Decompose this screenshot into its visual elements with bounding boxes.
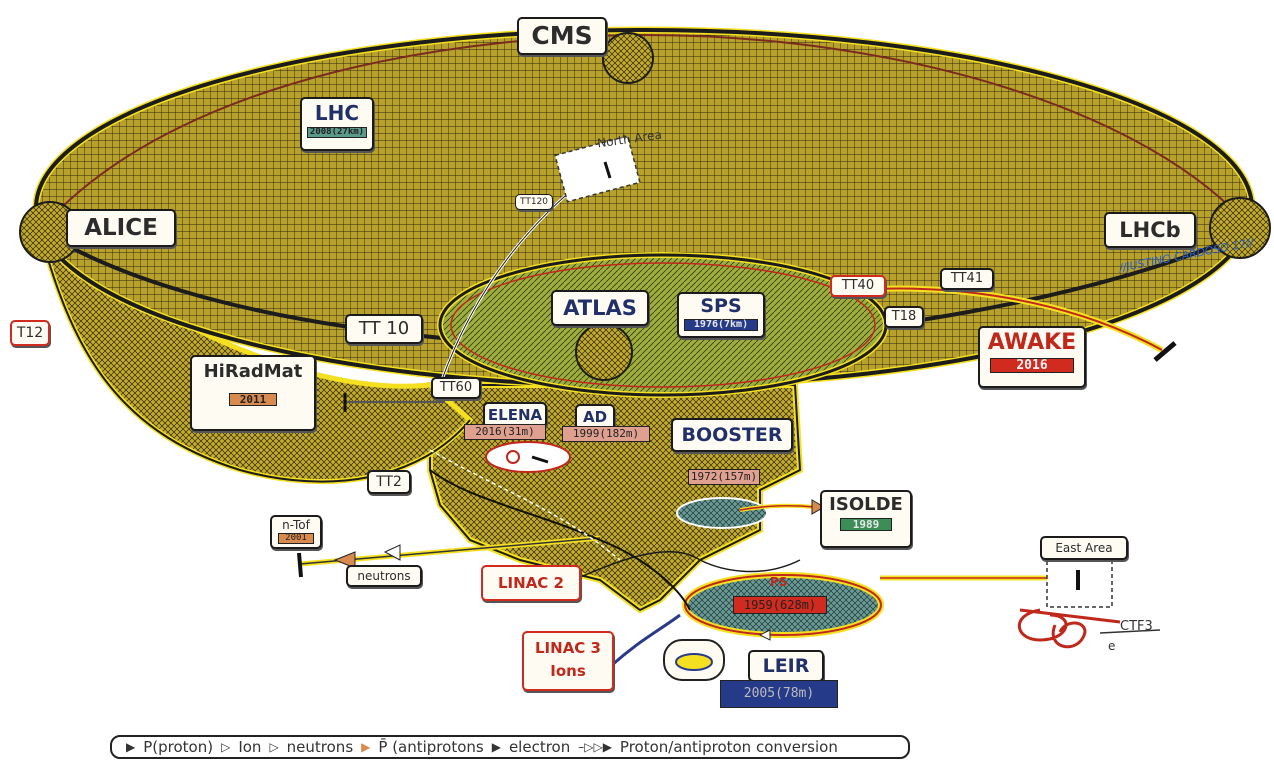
ntof-label: n-Tof 2001 (270, 515, 322, 549)
linac3-line2: Ions (550, 662, 586, 680)
elena-year: 2016(31m) (464, 424, 546, 440)
sps-year: 1976(7km) (684, 319, 758, 331)
legend-antiprotons: P̄ (antiprotons (378, 738, 484, 756)
legend-ion: Ion (238, 738, 262, 756)
awake-name: AWAKE (987, 330, 1077, 355)
tt120-label: TT120 (515, 194, 553, 210)
booster-label: BOOSTER (671, 418, 793, 452)
booster-year: 1972(157m) (688, 469, 760, 485)
legend: ▶ P(proton) ▷ Ion ▷ neutrons ▶ P̄ (antip… (110, 735, 910, 759)
atlas-label: ATLAS (551, 290, 649, 326)
tt41-label: TT41 (940, 268, 994, 290)
antiproton-marker-icon: ▶ (361, 740, 371, 754)
ps-year: 1959(628m) (733, 596, 827, 614)
isolde-name: ISOLDE (829, 494, 903, 515)
tt10-label: TT 10 (345, 314, 423, 344)
conversion-marker-icon: –▷▷▶ (578, 740, 612, 754)
sps-label: SPS 1976(7km) (677, 292, 765, 338)
isolde-year: 1989 (840, 518, 892, 531)
ntof-name: n-Tof (282, 518, 310, 532)
lhc-label: LHC 2008(27km) (300, 97, 374, 151)
legend-electron: electron (508, 738, 571, 756)
leir-year: 2005(78m) (720, 680, 838, 708)
ctf3-loop (1017, 608, 1121, 649)
lhcb-point (1209, 197, 1271, 259)
legend-proton: P(proton) (143, 738, 214, 756)
lhc-year: 2008(27km) (307, 127, 367, 138)
ctf3-electron-label: e (1108, 639, 1116, 653)
lhcb-label: LHCb (1104, 212, 1196, 248)
neutron-marker-icon: ▷ (269, 740, 279, 754)
ad-year: 1999(182m) (562, 426, 650, 442)
linac2-label: LINAC 2 (481, 565, 581, 601)
sps-name: SPS (700, 295, 742, 317)
lhc-name: LHC (314, 101, 360, 125)
alice-label: ALICE (66, 209, 176, 247)
tt2-label: TT2 (367, 470, 411, 494)
tt60-label: TT60 (431, 377, 481, 399)
neutrons-label: neutrons (346, 565, 422, 587)
t12-label: T12 (10, 320, 50, 346)
ntof-year: 2001 (278, 533, 314, 544)
booster-ring (676, 497, 768, 529)
hiradmat-name: HiRadMat (203, 361, 303, 382)
atlas-point (575, 323, 633, 381)
hiradmat-year: 2011 (229, 393, 277, 406)
ion-marker-icon: ▷ (221, 740, 231, 754)
cms-point (602, 32, 654, 84)
awake-label: AWAKE 2016 (978, 326, 1086, 388)
tt40-label: TT40 (830, 275, 886, 297)
ps-name: PS (770, 575, 788, 589)
proton-marker-icon: ▶ (126, 740, 136, 754)
hiradmat-label: HiRadMat 2011 (190, 355, 316, 431)
linac3-line1: LINAC 3 (535, 639, 601, 657)
north-area-box (554, 135, 641, 203)
t18-label: T18 (884, 306, 924, 328)
east-area-label: East Area (1040, 536, 1128, 560)
linac3-label: LINAC 3 Ions (522, 631, 614, 691)
cms-label: CMS (517, 17, 607, 55)
ctf3-label: CTF3 (1120, 619, 1153, 634)
isolde-label: ISOLDE 1989 (820, 490, 912, 548)
awake-year: 2016 (990, 358, 1074, 373)
ad-label: AD (575, 404, 615, 430)
leir-label: LEIR (748, 650, 824, 682)
legend-neutrons: neutrons (286, 738, 354, 756)
legend-conversion: Proton/antiproton conversion (619, 738, 838, 756)
electron-marker-icon: ▶ (491, 740, 501, 754)
elena-ring (485, 441, 571, 473)
